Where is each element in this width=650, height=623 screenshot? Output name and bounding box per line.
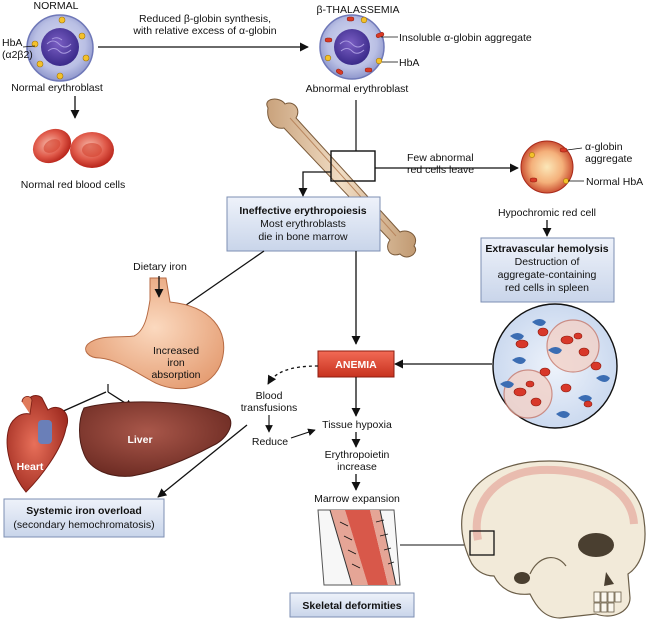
liver-illustration: [79, 401, 232, 477]
skeletal-deformities-label: Skeletal deformities: [302, 600, 401, 612]
ineffective-line1: Most erythroblasts: [260, 218, 346, 230]
systemic-line2: (secondary hemochromatosis): [13, 519, 154, 531]
reduce-label: Reduce: [252, 436, 288, 448]
few-abnormal-line2: red cells leave: [407, 164, 474, 176]
erythropoietin-line2: increase: [337, 461, 377, 473]
extravascular-hemolysis-box: Extravascular hemolysis Destruction of a…: [480, 237, 615, 303]
increased-absorption-line2: iron: [167, 357, 185, 369]
normal-red-blood-cells-illustration: [32, 128, 114, 168]
skull-zoom-box: [469, 530, 495, 556]
normal-erythroblast-label: Normal erythroblast: [11, 82, 103, 94]
heart-label: Heart: [17, 461, 44, 473]
bone-marrow-zoom-box: [330, 150, 376, 182]
hemolysis-line1: Destruction of: [515, 256, 580, 268]
hba-right-label: HbA: [399, 57, 419, 69]
normal-rbc-label: Normal red blood cells: [21, 179, 125, 191]
blood-transfusions-line1: Blood: [256, 390, 283, 402]
increased-absorption-line3: absorption: [151, 369, 200, 381]
heart-illustration: [6, 395, 68, 493]
liver-label: Liver: [127, 434, 152, 446]
thalassemia-title: β-THALASSEMIA: [316, 4, 399, 16]
increased-absorption-line1: Increased: [153, 345, 199, 357]
spleen-illustration: [492, 303, 618, 429]
ineffective-erythropoiesis-box: Ineffective erythropoiesis Most erythrob…: [226, 196, 381, 252]
hba-label: HbA: [2, 37, 22, 49]
stomach-illustration: [85, 277, 225, 390]
abnormal-erythroblast-illustration: [319, 14, 385, 80]
alpha-globin-aggregate-line1: α-globin: [585, 141, 623, 153]
systemic-iron-overload-box: Systemic iron overload (secondary hemoch…: [3, 498, 165, 538]
marrow-expansion-label: Marrow expansion: [314, 493, 400, 505]
tissue-hypoxia-label: Tissue hypoxia: [322, 419, 392, 431]
hba-formula: (α2β2): [2, 49, 33, 61]
reduced-synthesis-line1: Reduced β-globin synthesis,: [139, 13, 271, 25]
normal-erythroblast-illustration: [26, 14, 94, 82]
ineffective-line2: die in bone marrow: [258, 231, 348, 243]
normal-title: NORMAL: [34, 0, 79, 12]
dietary-iron-label: Dietary iron: [133, 261, 187, 273]
hemolysis-line3: red cells in spleen: [505, 282, 589, 294]
hemolysis-title: Extravascular hemolysis: [485, 243, 608, 255]
hypochromic-red-cell-illustration: [520, 140, 574, 194]
insoluble-aggregate-label: Insoluble α-globin aggregate: [399, 32, 532, 44]
skull-illustration: [461, 460, 646, 619]
anemia-label: ANEMIA: [335, 359, 377, 371]
reduced-synthesis-line2: with relative excess of α-globin: [132, 25, 276, 37]
anemia-box: ANEMIA: [317, 350, 395, 378]
few-abnormal-line1: Few abnormal: [407, 152, 474, 164]
erythropoietin-line1: Erythropoietin: [325, 449, 390, 461]
blood-transfusions-line2: transfusions: [241, 402, 298, 414]
abnormal-erythroblast-label: Abnormal erythroblast: [306, 83, 409, 95]
marrow-expansion-illustration: [317, 509, 401, 586]
systemic-title: Systemic iron overload: [26, 505, 142, 517]
hypochromic-red-cell-label: Hypochromic red cell: [498, 207, 596, 219]
alpha-globin-aggregate-line2: aggregate: [585, 153, 632, 165]
hemolysis-line2: aggregate-containing: [498, 269, 597, 281]
normal-hba-label: Normal HbA: [586, 176, 643, 188]
skeletal-deformities-box: Skeletal deformities: [289, 592, 415, 618]
ineffective-title: Ineffective erythropoiesis: [239, 205, 366, 217]
